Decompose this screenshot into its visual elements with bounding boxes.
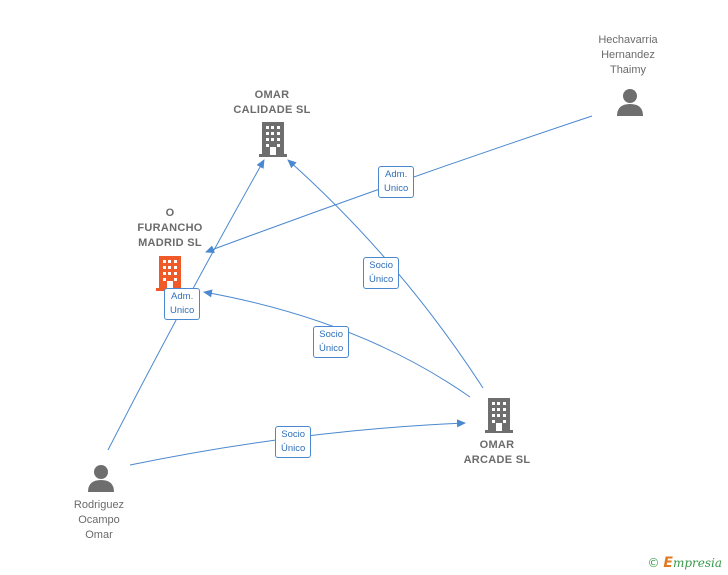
node-label-omar-calidade[interactable]: OMAR CALIDADE SL xyxy=(233,89,311,116)
edge-label-adm-unico: Adm. Unico xyxy=(378,166,415,198)
person-icon[interactable] xyxy=(617,89,643,116)
building-icon[interactable] xyxy=(485,398,513,433)
brand-name: mpresia xyxy=(672,556,722,570)
edge-label-adm-unico: Adm. Unico xyxy=(164,288,201,320)
node-label-rodriguez[interactable]: Rodriguez Ocampo Omar xyxy=(73,499,125,541)
edge-label-socio-unico: Socio Único xyxy=(363,257,400,289)
node-label-omar-arcade[interactable]: OMAR ARCADE SL xyxy=(463,439,531,466)
building-icon[interactable] xyxy=(259,122,287,157)
edge-label-socio-unico: Socio Único xyxy=(275,426,312,458)
copyright-brand: © Empresia xyxy=(648,555,722,571)
person-icon[interactable] xyxy=(88,465,114,492)
node-label-hechavarria[interactable]: Hechavarria Hernandez Thaimy xyxy=(598,34,658,76)
building-icon[interactable] xyxy=(156,256,184,291)
edge-label-socio-unico: Socio Único xyxy=(313,326,350,358)
brand-logo-letter: E xyxy=(663,555,673,571)
node-label-o-furancho[interactable]: O FURANCHO MADRID SL xyxy=(137,207,203,249)
copyright-symbol: © xyxy=(647,556,660,570)
